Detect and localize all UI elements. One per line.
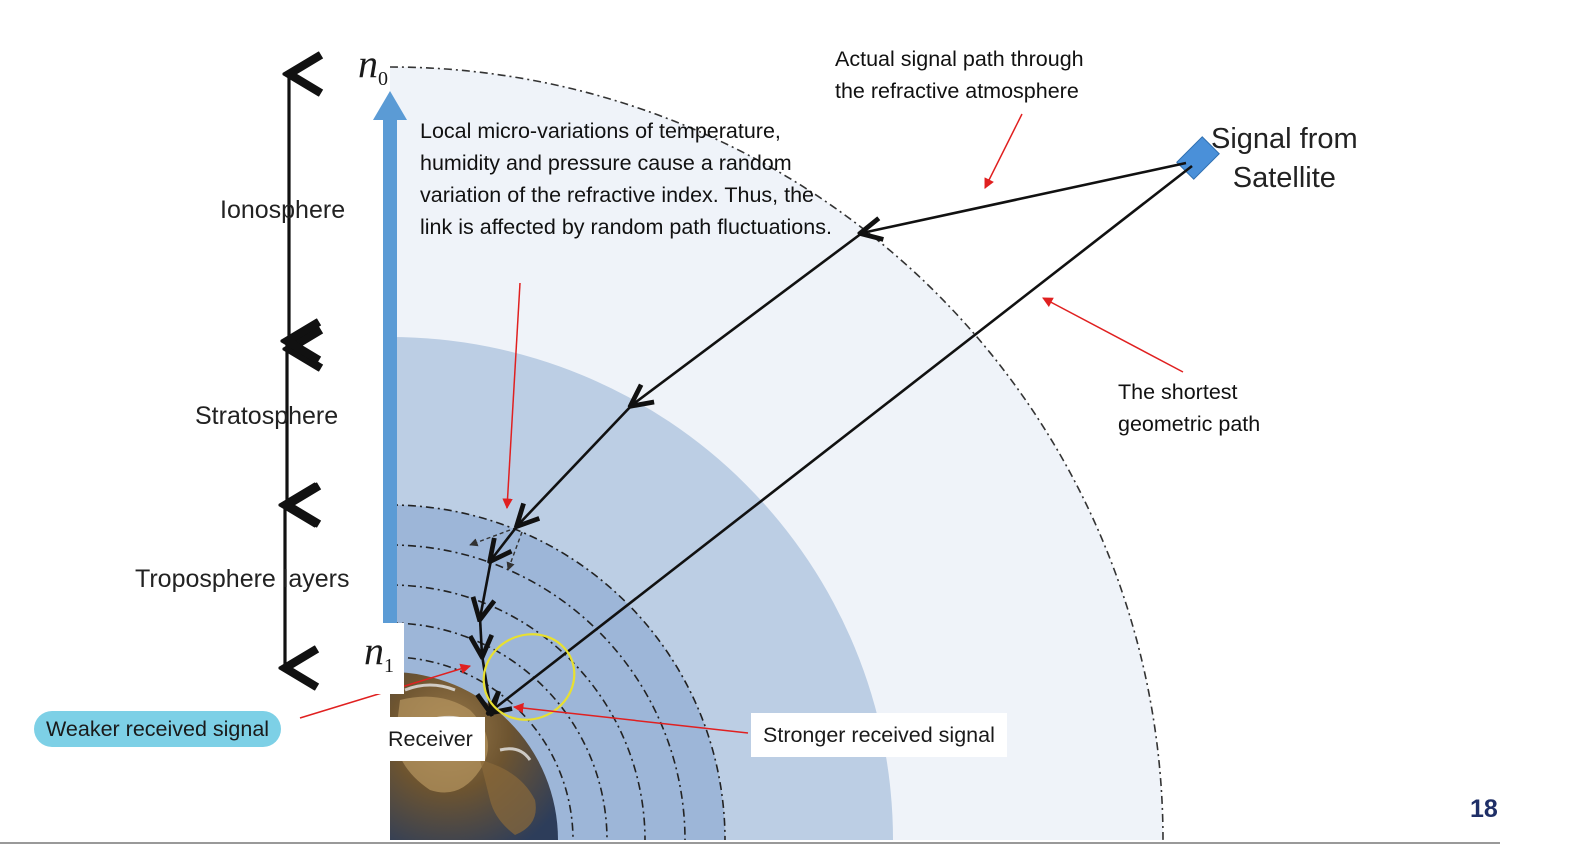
- stratosphere-label: Stratosphere: [195, 402, 339, 430]
- actual-path-note: Actual signal path through the refractiv…: [835, 43, 1084, 107]
- refractive-index-arrow: [373, 91, 407, 626]
- refracted-signal-path: [480, 161, 1187, 712]
- troposphere-sublayers: [389, 504, 726, 841]
- shortest-path-note: The shortest geometric path: [1118, 376, 1260, 440]
- receiver-label: Receiver: [376, 717, 485, 761]
- n0-letter: n: [358, 41, 378, 86]
- earth-landmass-2: [480, 760, 536, 835]
- shortest-path-line-2: geometric path: [1118, 412, 1261, 436]
- satellite-label-line-2: Satellite: [1232, 162, 1336, 194]
- n0-symbol: n0: [358, 40, 388, 91]
- ionosphere-label: Ionosphere: [220, 196, 346, 224]
- satellite-label-line-1: Signal from: [1211, 123, 1358, 155]
- actual-path-line-1: Actual signal path through: [835, 47, 1084, 71]
- satellite-label: Signal from Satellite: [1211, 120, 1358, 198]
- layer-dimension-arrows: [285, 74, 289, 668]
- n1-letter: n: [364, 628, 384, 673]
- page-number: 18: [1470, 795, 1498, 823]
- n1-subscript: 1: [384, 655, 394, 677]
- shortest-path-line-1: The shortest: [1118, 380, 1238, 404]
- troposphere-label: Troposphere layers: [135, 565, 350, 593]
- stronger-signal-ellipse: [482, 633, 576, 721]
- stronger-signal-label: Stronger received signal: [751, 713, 1007, 757]
- n1-symbol: n1: [356, 623, 404, 694]
- weaker-signal-label: Weaker received signal: [34, 711, 282, 747]
- micro-variations-note: Local micro-variations of temperature, h…: [420, 119, 832, 239]
- shortest-geometric-path: [490, 164, 1193, 712]
- ionosphere-boundary: [389, 66, 1164, 841]
- fluctuation-arrows: [469, 529, 523, 571]
- n0-subscript: 0: [378, 68, 388, 90]
- actual-path-line-2: the refractive atmosphere: [835, 79, 1079, 103]
